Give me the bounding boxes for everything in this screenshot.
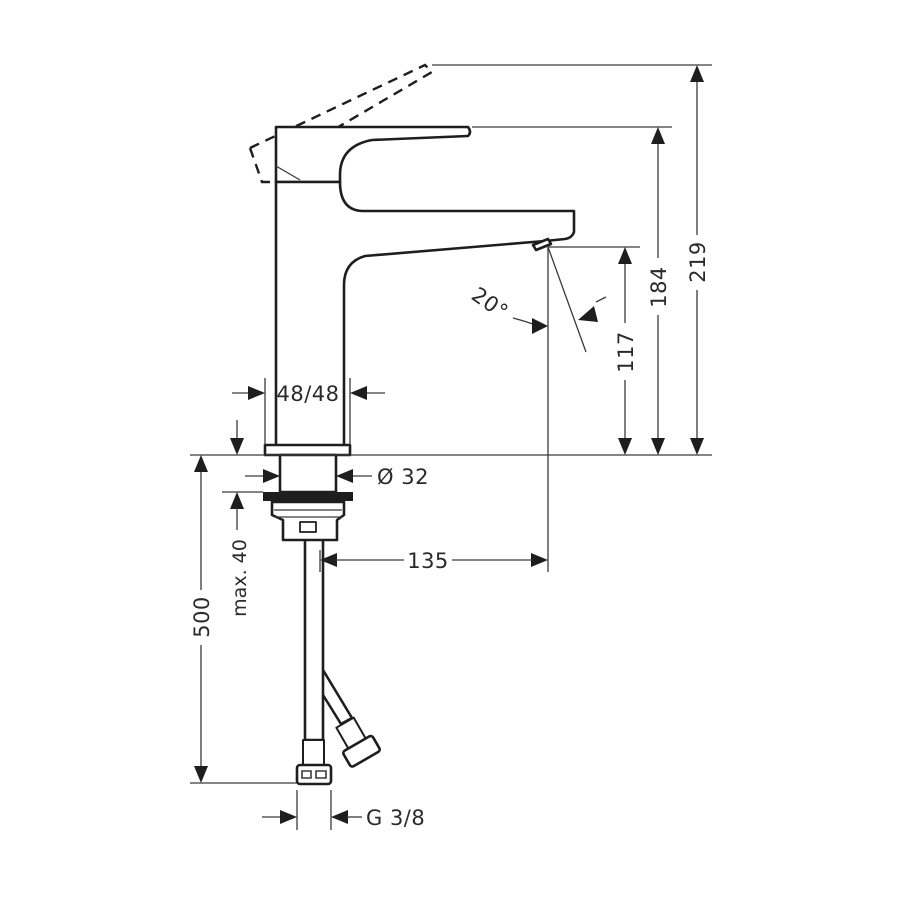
counter-top-marker [230,420,244,455]
label-135: 135 [407,549,449,573]
label-219: 219 [686,241,710,283]
connector-straight [295,763,333,786]
dimension-shank-diameter: Ø 32 [245,465,429,489]
aerator [531,237,553,252]
dimension-body-width: 48/48 [232,382,385,406]
fixing-nut [270,500,346,542]
dimension-spout-angle: 20° [467,282,607,334]
hose-fitting-straight [302,739,325,766]
washer [263,492,353,501]
shank [278,453,338,494]
dimension-total-height: 219 [686,65,710,455]
faucet-body [274,180,576,448]
label-48-48: 48/48 [276,382,339,406]
dimension-lever-height: 184 [647,127,671,455]
label-117: 117 [614,331,638,373]
dimension-projection: 135 [319,549,548,573]
label-g-3-8: G 3/8 [366,806,425,830]
label-max-40: max. 40 [229,539,251,617]
faucet-outline [248,63,576,786]
label-184: 184 [647,266,671,308]
dimension-hose-length: 500 [190,455,214,783]
nut-clip [299,521,317,533]
dimension-connection-thread: G 3/8 [262,806,425,830]
hose-angled [321,669,354,726]
dimension-max-counter-thickness: max. 40 [229,492,251,617]
label-diameter-32: Ø 32 [377,465,429,489]
connector-angled [342,734,381,768]
dimension-spout-height: 117 [614,247,638,455]
label-500: 500 [190,596,214,638]
label-20-degrees: 20° [467,282,512,324]
lever-raised-dashed [248,63,434,184]
base-ring [263,443,352,457]
extension-lines [190,64,712,830]
lever [274,125,472,184]
